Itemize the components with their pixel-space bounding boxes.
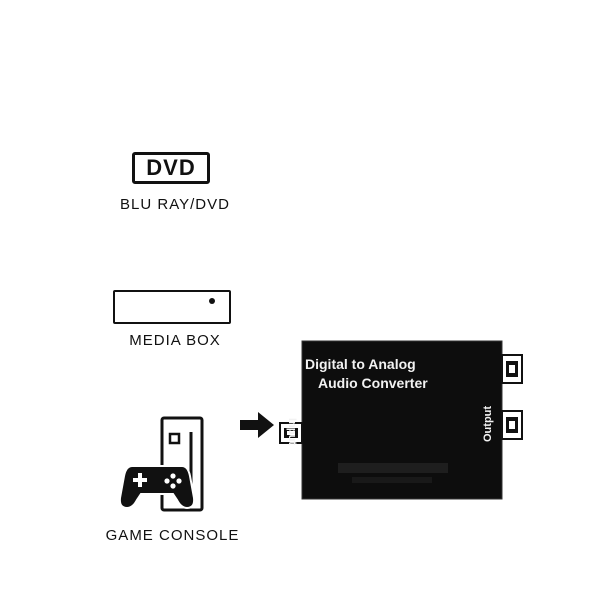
game-console-caption: GAME CONSOLE: [105, 527, 240, 544]
converter-title-line2: Audio Converter: [318, 375, 428, 391]
media-box-icon: [113, 290, 231, 324]
dvd-logo: DVD: [132, 152, 210, 184]
output-label: Output: [482, 405, 494, 442]
output-port-left: [501, 354, 523, 384]
output-port-right: [501, 410, 523, 440]
arrow-right-icon: [240, 412, 274, 438]
input-label: Input: [286, 418, 298, 445]
media-box-caption: MEDIA BOX: [129, 332, 221, 349]
input-port: [279, 422, 303, 444]
dvd-caption: BLU RAY/DVD: [120, 196, 230, 213]
converter-title-line1: Digital to Analog: [305, 356, 416, 372]
game-console-icon: [118, 416, 204, 512]
media-box-led: [209, 298, 215, 304]
converter-device: [279, 340, 523, 500]
